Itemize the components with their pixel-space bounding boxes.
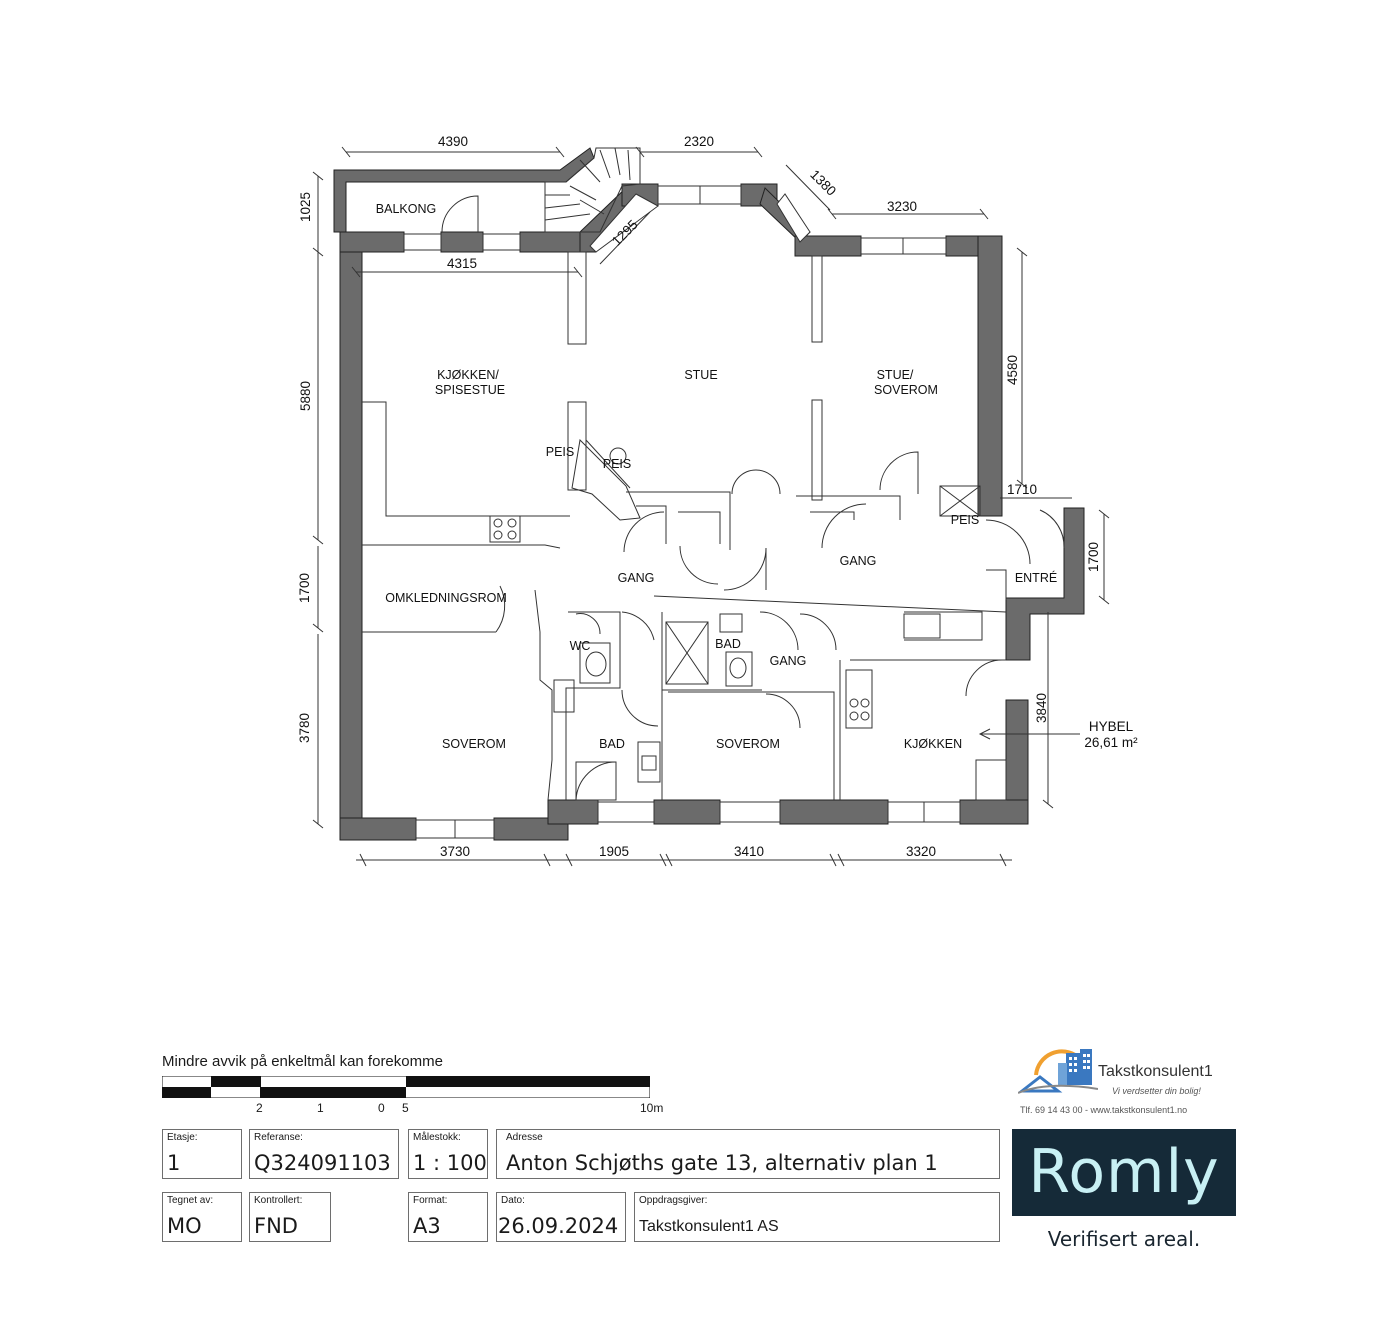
kontrollert-value: FND	[254, 1214, 298, 1238]
label-peis-2: PEIS	[603, 457, 632, 471]
adresse-value: Anton Schjøths gate 13, alternativ plan …	[506, 1151, 938, 1175]
dim-left-mid: 1700	[297, 573, 312, 603]
romly-tagline: Verifisert areal.	[1047, 1227, 1201, 1251]
dim-right-upper: 4580	[1005, 355, 1020, 385]
dim-bottom-2: 1905	[599, 844, 629, 859]
format-label: Format:	[413, 1195, 448, 1206]
cell-etasje: Etasje: 1	[162, 1129, 242, 1179]
house-city-icon	[1018, 1049, 1098, 1094]
dim-entre-depth: 1700	[1086, 542, 1101, 572]
cell-malestokk: Målestokk: 1 : 100	[408, 1129, 488, 1179]
label-peis-1: PEIS	[546, 445, 575, 459]
windows	[403, 185, 961, 839]
label-kjokken: KJØKKEN	[904, 737, 962, 751]
scale-tick-10m: 10m	[640, 1101, 664, 1115]
cell-tegnet-av: Tegnet av: MO	[162, 1192, 242, 1242]
malestokk-label: Målestokk:	[413, 1132, 461, 1143]
etasje-label: Etasje:	[167, 1132, 198, 1143]
label-balkong: BALKONG	[376, 202, 436, 216]
cell-dato: Dato: 26.09.2024	[496, 1192, 626, 1242]
label-stue-soverom-1: STUE/	[877, 368, 914, 382]
fixtures	[489, 447, 1007, 801]
label-omkledningsrom: OMKLEDNINGSROM	[385, 591, 507, 605]
romly-wordmark: Romly	[1028, 1137, 1220, 1207]
dim-balkong-depth: 1025	[298, 192, 313, 222]
label-peis-3: PEIS	[951, 513, 980, 527]
label-wc: WC	[570, 639, 591, 653]
hybel-area: 26,61 m²	[1084, 735, 1138, 750]
scale-tick-5: 5	[402, 1101, 409, 1115]
scale-tick-2: 2	[256, 1101, 263, 1115]
dim-entre-width: 1710	[1007, 482, 1037, 497]
dim-bottom-1: 3730	[440, 844, 470, 859]
cell-format: Format: A3	[408, 1192, 488, 1242]
cell-oppdragsgiver: Oppdragsgiver: Takstkonsulent1 AS	[634, 1192, 1000, 1242]
dim-left-upper: 5880	[298, 381, 313, 411]
oppdragsgiver-value: Takstkonsulent1 AS	[639, 1218, 779, 1235]
takstkonsulent-logo: Takstkonsulent1 Vi verdsetter din bolig!…	[1016, 1045, 1236, 1125]
dato-label: Dato:	[501, 1195, 525, 1206]
room-labels: BALKONG KJØKKEN/ SPISESTUE STUE STUE/ SO…	[376, 202, 1057, 751]
cell-adresse: Adresse Anton Schjøths gate 13, alternat…	[496, 1129, 1000, 1179]
label-gang-3: GANG	[770, 654, 807, 668]
dim-diag-right: 1380	[807, 167, 839, 199]
label-entre: ENTRÉ	[1015, 570, 1057, 585]
label-kjokken-spisestue-2: SPISESTUE	[435, 383, 505, 397]
hybel-label: HYBEL	[1089, 719, 1134, 734]
tegnet-av-label: Tegnet av:	[167, 1195, 214, 1206]
cell-referanse: Referanse: Q324091103	[249, 1129, 399, 1179]
format-value: A3	[413, 1214, 441, 1238]
scale-tick-1: 1	[317, 1101, 324, 1115]
referanse-label: Referanse:	[254, 1132, 303, 1143]
cell-kontrollert: Kontrollert: FND	[249, 1192, 331, 1242]
dim-left-lower: 3780	[297, 713, 312, 743]
malestokk-value: 1 : 100	[413, 1151, 487, 1175]
dimension-lines	[312, 146, 1110, 867]
oppdragsgiver-label: Oppdragsgiver:	[639, 1195, 708, 1206]
label-bad-1: BAD	[715, 637, 741, 651]
label-kjokken-spisestue-1: KJØKKEN/	[437, 368, 499, 382]
label-soverom-1: SOVEROM	[442, 737, 506, 751]
takstkonsulent-name: Takstkonsulent1	[1098, 1063, 1213, 1080]
label-gang-2: GANG	[840, 554, 877, 568]
dim-top-mid: 2320	[684, 134, 714, 149]
doors	[441, 195, 1065, 729]
label-stue: STUE	[684, 368, 717, 382]
staircase	[544, 147, 641, 233]
scale-section: Mindre avvik på enkeltmål kan forekomme …	[162, 1053, 664, 1123]
referanse-value: Q324091103	[254, 1151, 391, 1175]
label-gang-1: GANG	[618, 571, 655, 585]
tegnet-av-value: MO	[167, 1214, 202, 1238]
label-bad-2: BAD	[599, 737, 625, 751]
dato-value: 26.09.2024	[498, 1214, 619, 1238]
dim-top-left: 4390	[438, 134, 468, 149]
dim-hybel-depth: 3840	[1034, 693, 1049, 723]
dim-bottom-4: 3320	[906, 844, 936, 859]
label-stue-soverom-2: SOVEROM	[874, 383, 938, 397]
label-soverom-2: SOVEROM	[716, 737, 780, 751]
dim-kitchen-width: 4315	[447, 256, 477, 271]
dim-top-right: 3230	[887, 199, 917, 214]
scale-bar	[162, 1076, 650, 1098]
takstkonsulent-contact: Tlf. 69 14 43 00 - www.takstkonsulent1.n…	[1020, 1105, 1188, 1115]
interior-walls	[362, 251, 1007, 801]
romly-logo: Romly	[1012, 1129, 1236, 1216]
dimension-labels: 4390 2320 1380 3230 1295 4315 1025 5880 …	[297, 134, 1138, 859]
etasje-value: 1	[167, 1151, 181, 1175]
adresse-label: Adresse	[506, 1132, 543, 1143]
scale-tick-0: 0	[378, 1101, 385, 1115]
dim-bottom-3: 3410	[734, 844, 764, 859]
kontrollert-label: Kontrollert:	[254, 1195, 303, 1206]
floor-plan: .wall { fill:#6b6b6b; stroke:#222; strok…	[297, 134, 1138, 867]
takstkonsulent-slogan: Vi verdsetter din bolig!	[1112, 1086, 1201, 1096]
scale-note: Mindre avvik på enkeltmål kan forekomme	[162, 1053, 443, 1070]
